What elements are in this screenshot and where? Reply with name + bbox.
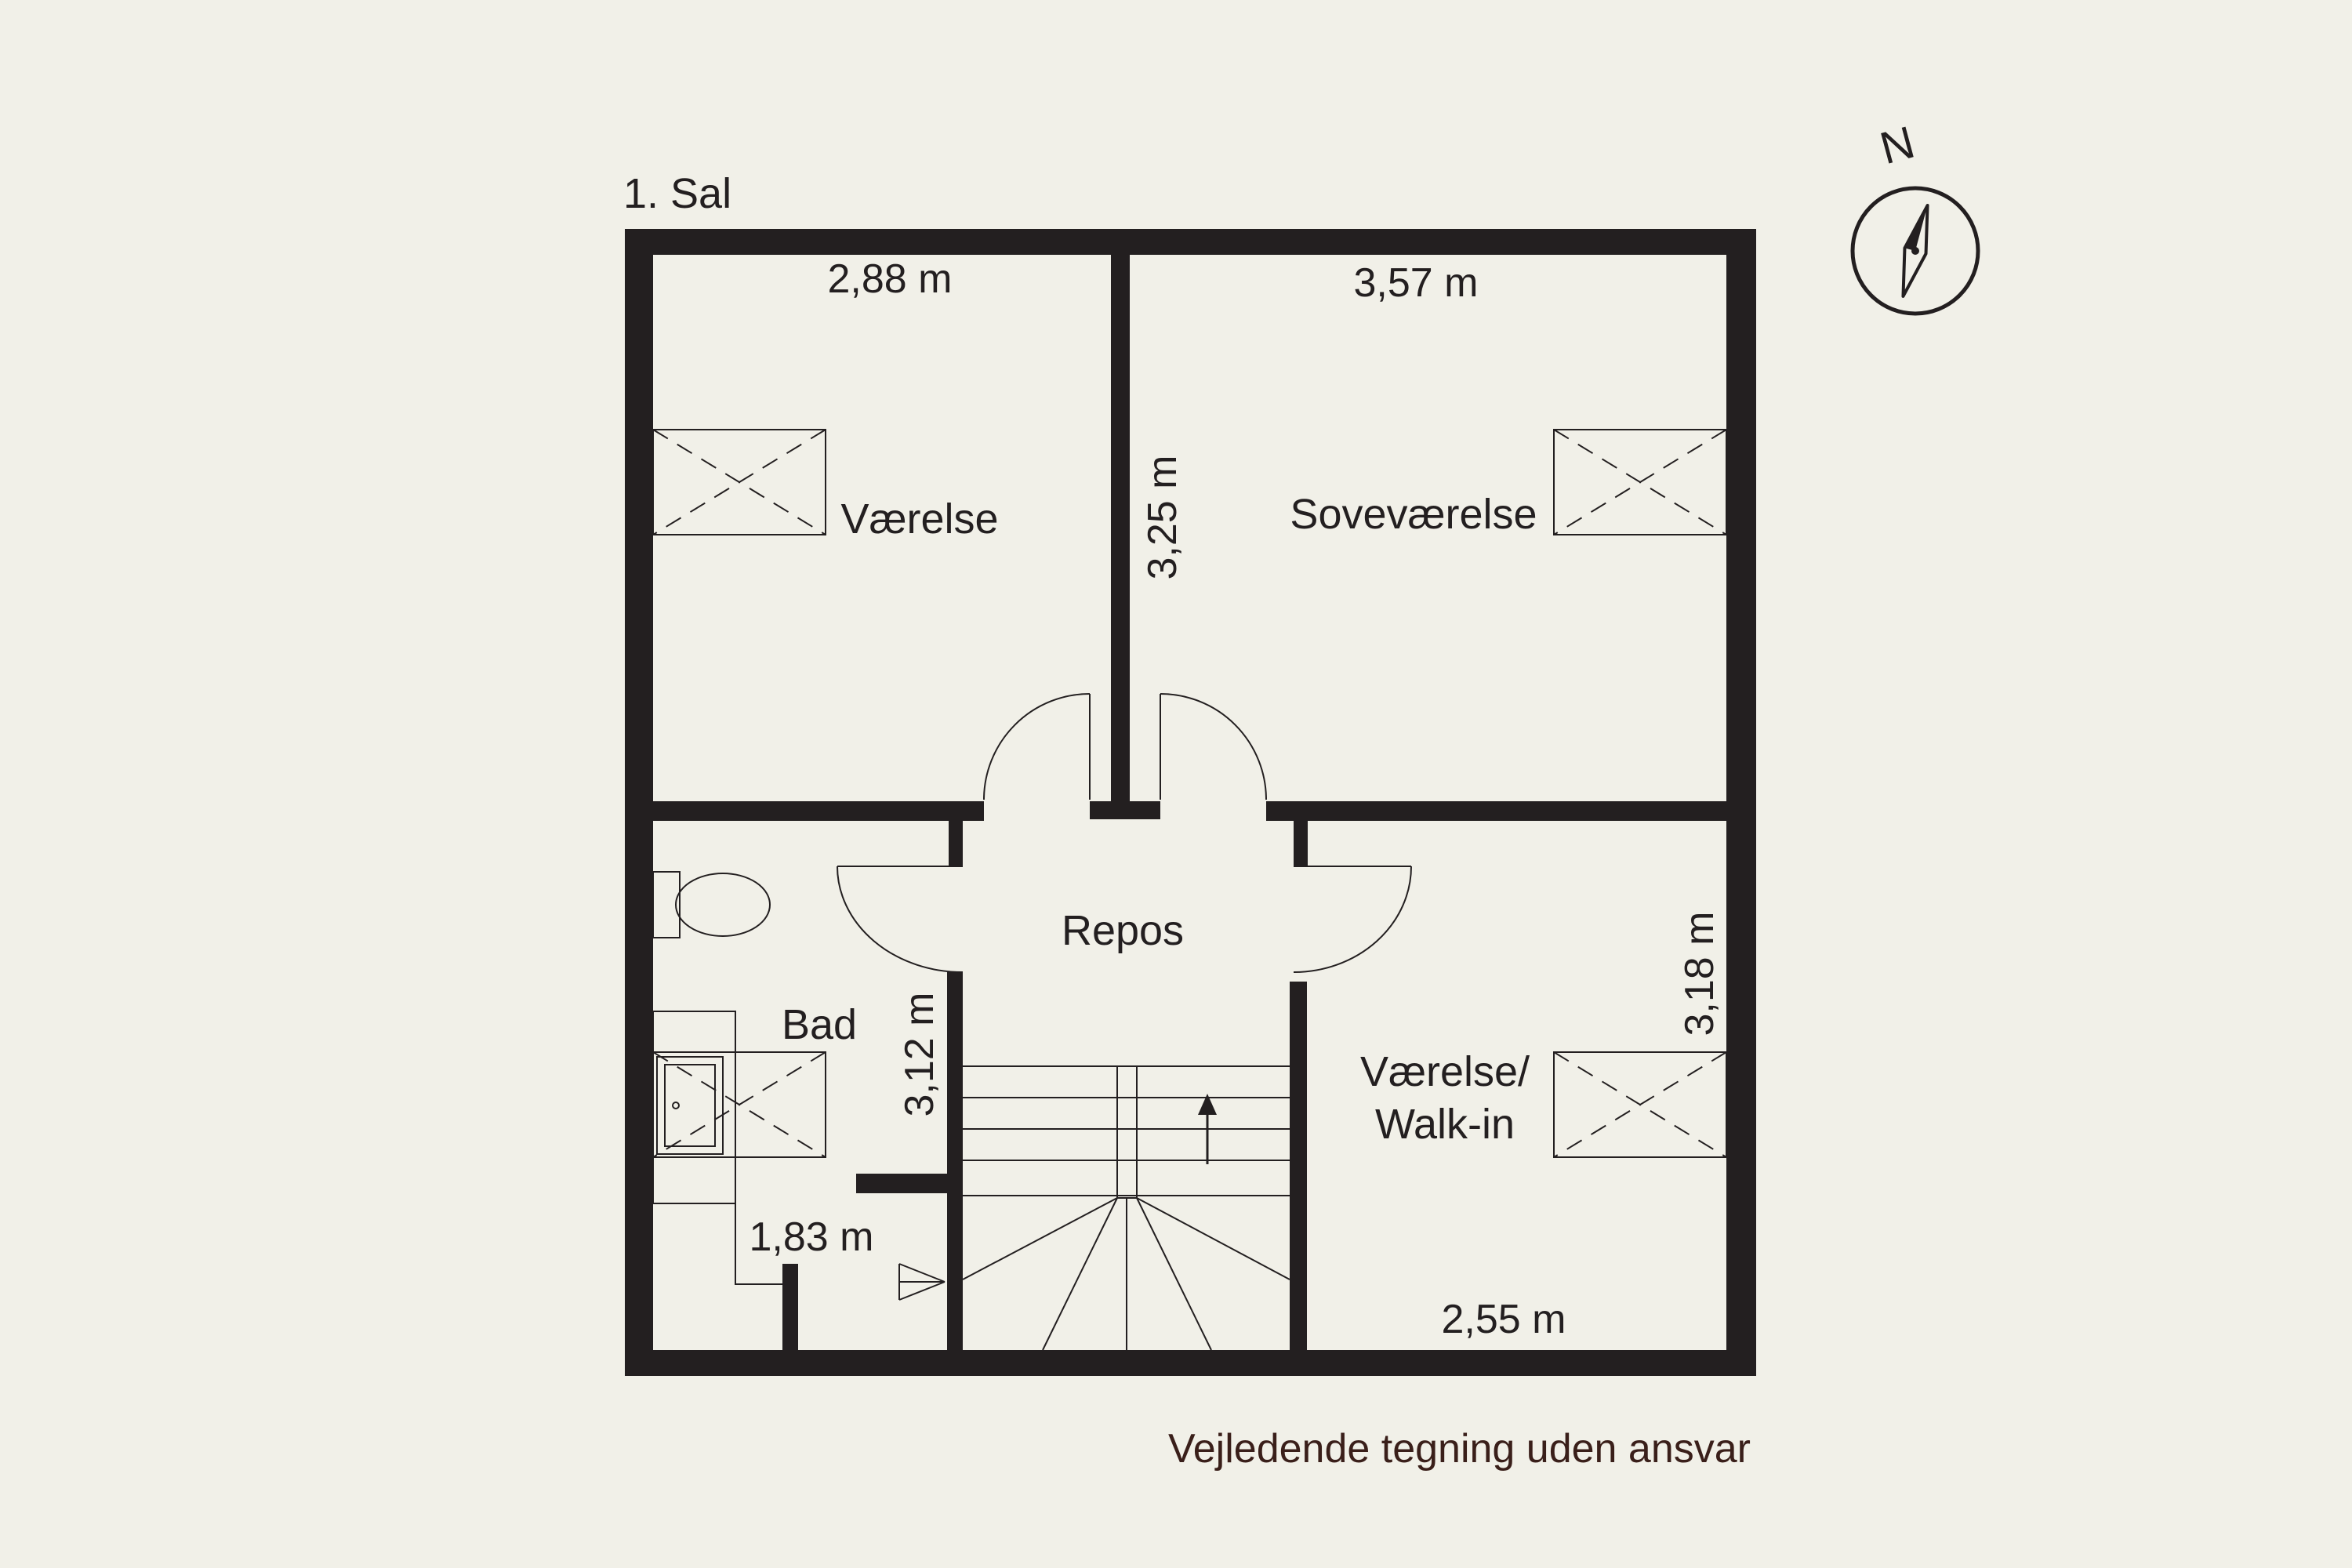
window-vaerelse [652,429,826,535]
dimension-bedroom-depth: 3,25 m [1140,456,1185,580]
dimension-sovevaerelse-width: 3,57 m [1354,260,1479,306]
door-swing-bad-lower [898,1263,946,1301]
sink [652,1011,736,1204]
window-sovevaerelse [1553,429,1727,535]
dimension-vaerelse-width: 2,88 m [828,256,953,302]
door-swing-walkin [1293,866,1412,973]
stair-direction-arrow [1198,1094,1217,1164]
room-label-walkin-line1: Værelse/ [1360,1048,1530,1095]
dimension-walkin-depth: 3,18 m [1677,912,1722,1036]
room-label-bad: Bad [782,1001,857,1048]
compass-north-label: N [1875,117,1919,175]
fixtures [652,429,1727,1351]
shower [653,1203,784,1285]
staircase [962,1065,1290,1351]
door-swing-bad [837,866,964,973]
floor-label: 1. Sal [623,170,731,217]
room-label-repos: Repos [1062,907,1184,954]
door-swing-sovevaerelse [1160,693,1267,800]
room-label-walkin-line2: Walk-in [1375,1101,1515,1148]
window-walkin [1553,1051,1727,1158]
room-label-sovevaerelse: Soveværelse [1290,491,1537,538]
dimension-walkin-width: 2,55 m [1442,1297,1566,1342]
door-swing-vaerelse [983,693,1091,800]
compass-needle-north-half [1904,205,1928,251]
walls [625,229,1756,1376]
dimension-bad-depth: 3,12 m [897,993,942,1117]
dimension-bad-width: 1,83 m [750,1214,874,1260]
disclaimer: Vejledende tegning uden ansvar [1168,1426,1751,1472]
room-label-vaerelse: Værelse [840,495,998,543]
toilet [652,871,771,938]
compass-icon [1850,186,1980,316]
